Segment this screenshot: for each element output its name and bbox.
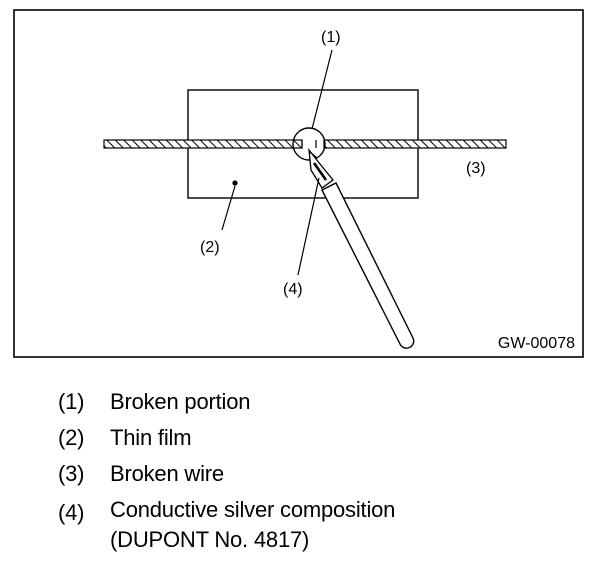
wire-right-segment <box>323 139 507 149</box>
thin-film-dot <box>232 180 238 186</box>
callout-4: (4) <box>283 281 303 298</box>
legend-text: Conductive silver composition <box>110 497 396 522</box>
figure-code: GW-00078 <box>498 335 575 352</box>
legend-item-1: (1) Broken portion <box>58 384 395 420</box>
leader-4 <box>297 177 320 276</box>
diagram-frame <box>13 9 584 358</box>
leader-2 <box>221 185 236 231</box>
callout-1: (1) <box>321 29 341 46</box>
wire-left-segment <box>103 139 303 149</box>
legend-number: (2) <box>58 425 85 450</box>
legend-text: Thin film <box>110 425 192 450</box>
legend-text: Broken wire <box>110 461 224 486</box>
callout-2: (2) <box>200 239 220 256</box>
legend-text-line2: (DUPONT No. 4817) <box>110 527 310 552</box>
legend-number: (1) <box>58 389 85 414</box>
legend-item-2: (2) Thin film <box>58 420 395 456</box>
repair-diagram: (1) (2) (3) (4) GW-00078 <box>13 9 584 358</box>
legend-text-block: Conductive silver composition (DUPONT No… <box>110 492 395 555</box>
callout-3: (3) <box>466 160 486 177</box>
legend-text: Broken portion <box>110 389 251 414</box>
broken-portion-circle <box>292 127 326 161</box>
legend-number: (4) <box>58 500 85 525</box>
legend-number: (3) <box>58 461 85 486</box>
applicator-pen <box>308 147 415 349</box>
legend-item-3: (3) Broken wire <box>58 456 395 492</box>
legend-list: (1) Broken portion (2) Thin film (3) Bro… <box>58 384 395 555</box>
legend-item-4: (4) Conductive silver composition (DUPON… <box>58 492 395 555</box>
leader-1 <box>311 49 333 130</box>
